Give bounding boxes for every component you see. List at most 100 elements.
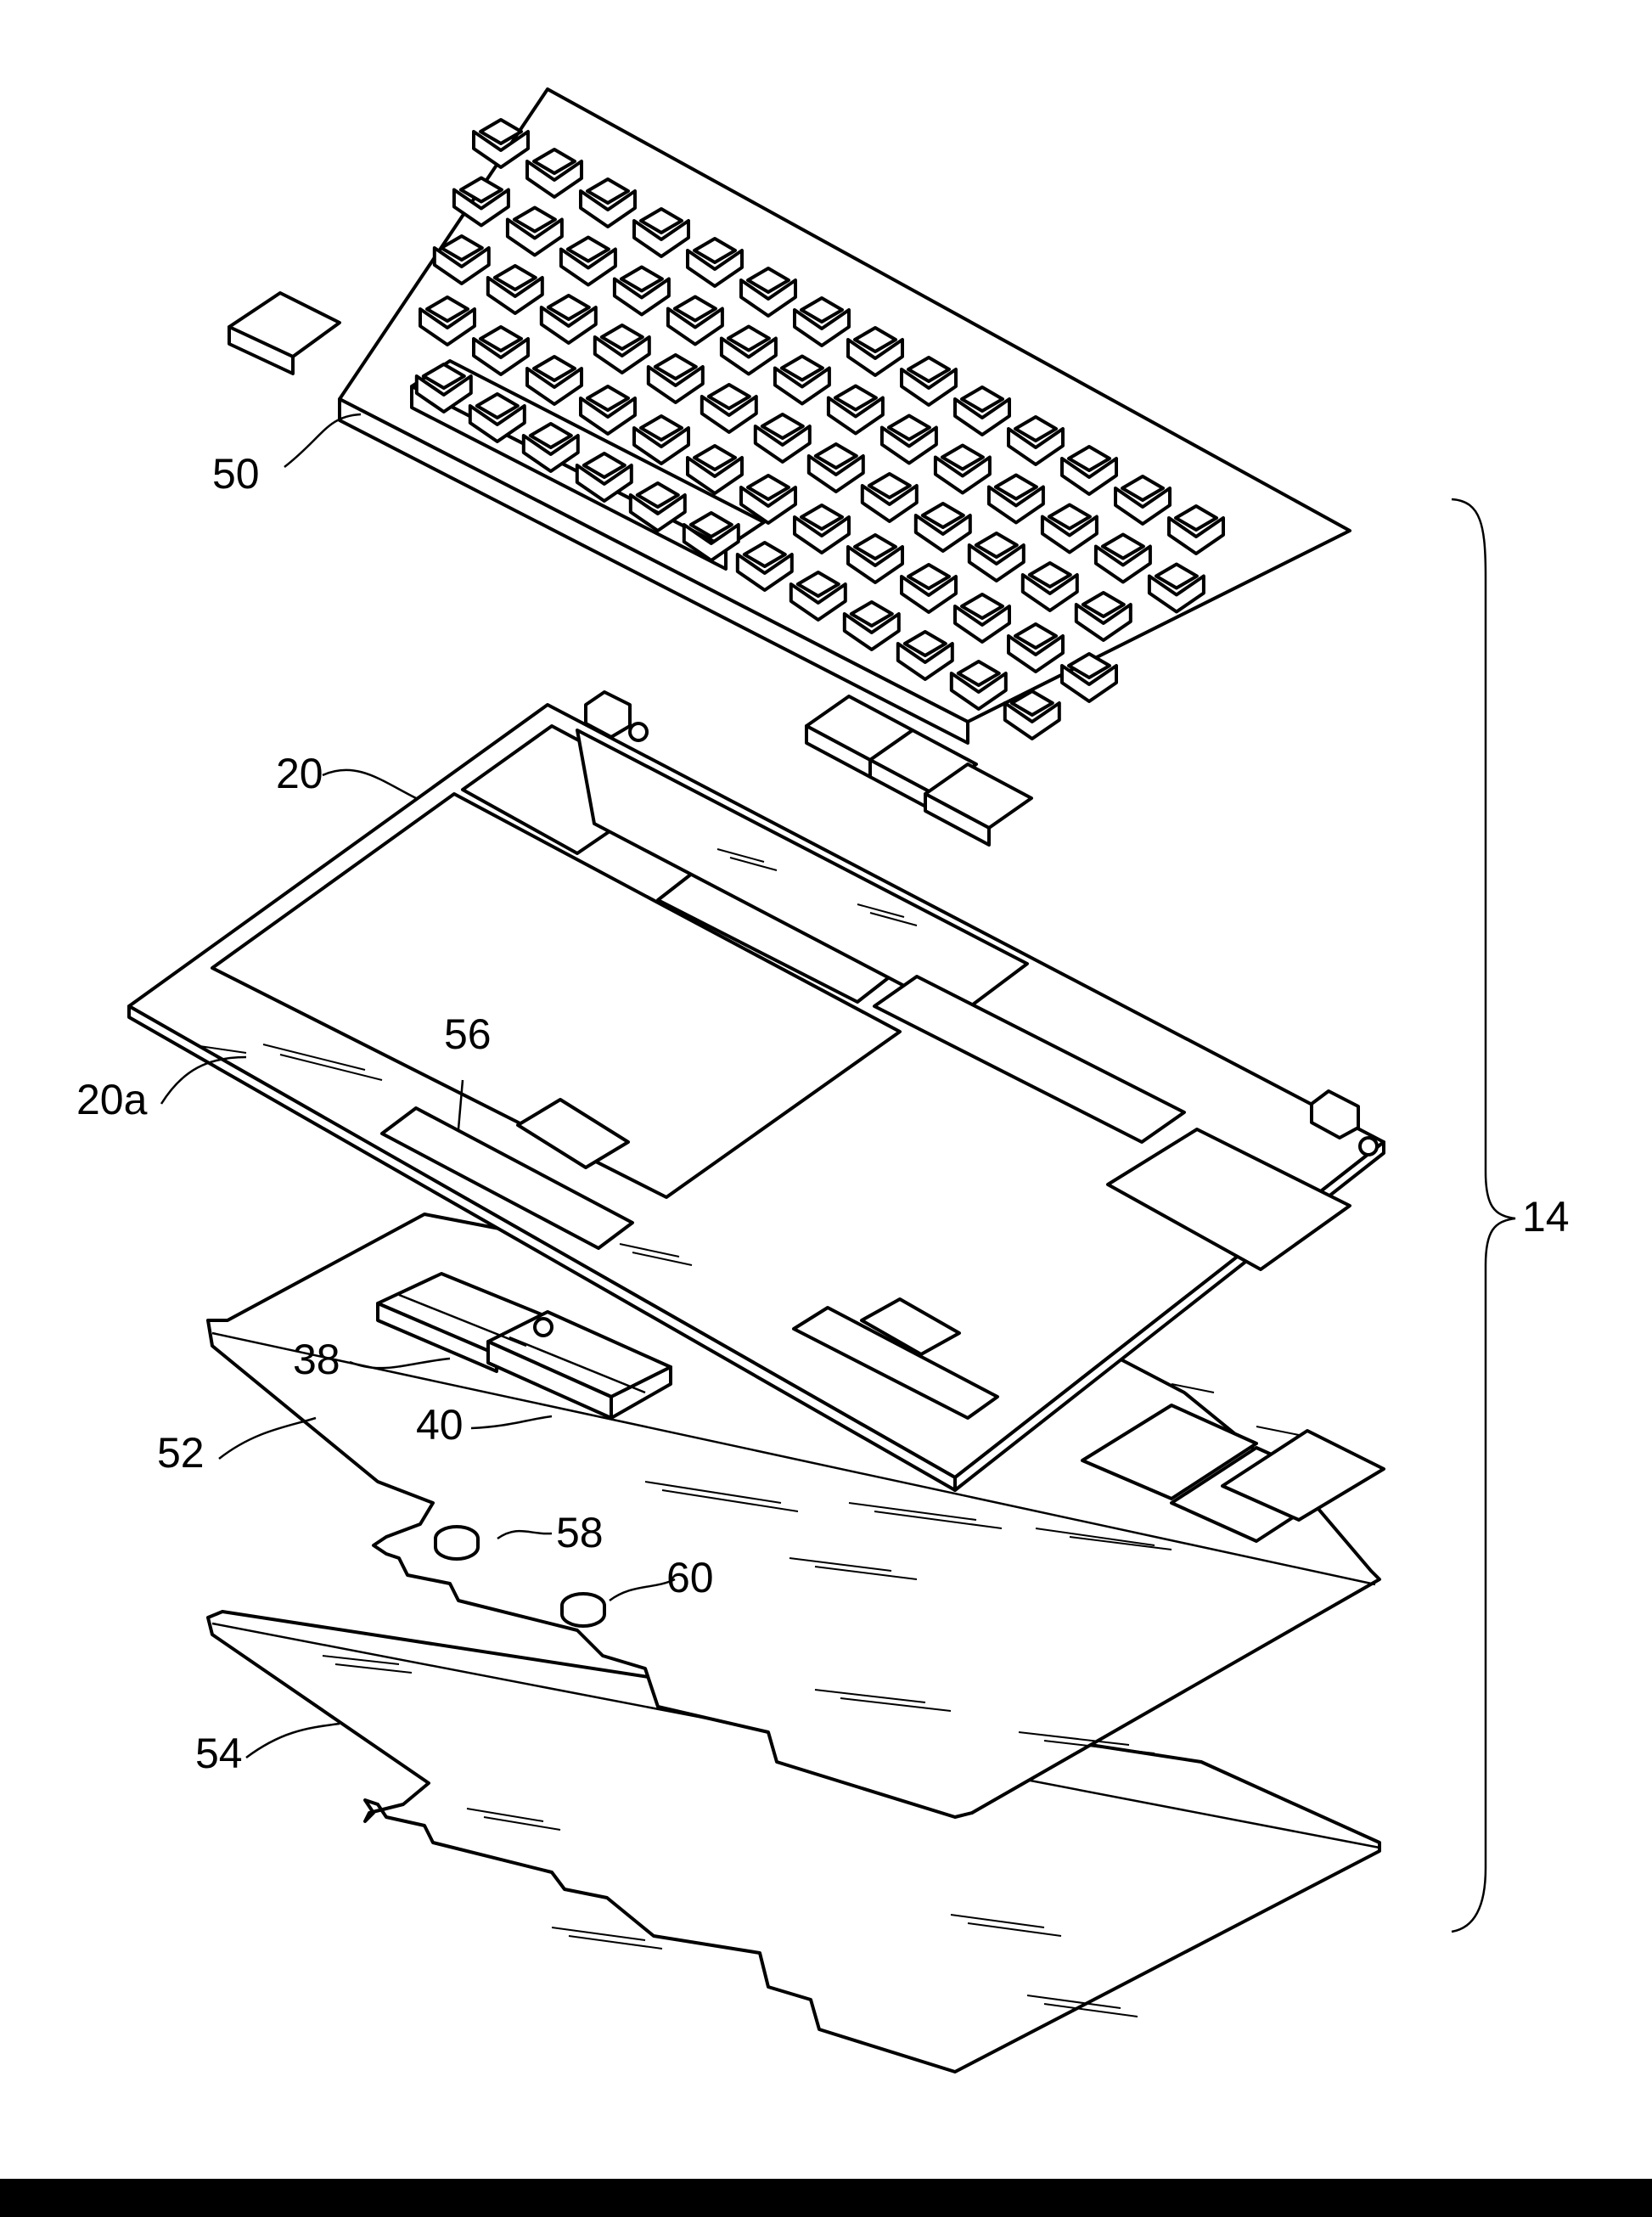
- keycap: [920, 502, 965, 529]
- keycap-side: [735, 553, 794, 592]
- keycap-side: [505, 217, 564, 257]
- keycap-side: [896, 642, 954, 681]
- keycap: [960, 385, 1004, 413]
- keycap-side: [486, 276, 544, 315]
- keycap: [886, 414, 931, 442]
- keycap-side: [414, 374, 473, 414]
- keycap-side: [842, 612, 901, 651]
- keycap: [1100, 532, 1145, 560]
- keycap-side: [632, 426, 690, 465]
- keycap: [706, 383, 751, 410]
- keycap-side: [1074, 603, 1132, 642]
- keycap: [746, 267, 790, 294]
- keycap: [421, 363, 466, 390]
- label-58: 58: [556, 1509, 604, 1556]
- keycap-side: [846, 338, 904, 377]
- keycap-side: [419, 307, 476, 346]
- keycap: [639, 207, 683, 234]
- keycap-side: [525, 160, 583, 199]
- keycap: [960, 593, 1004, 620]
- keycap: [688, 511, 733, 538]
- keycap: [902, 630, 947, 657]
- keycap-side: [700, 395, 758, 434]
- keycap-side: [719, 336, 778, 376]
- keycap: [492, 264, 537, 291]
- keycap: [746, 474, 790, 501]
- footer-bar: [0, 2179, 1652, 2217]
- keycap: [853, 326, 897, 353]
- label-20a: 20a: [76, 1076, 148, 1123]
- keycap: [479, 118, 523, 145]
- keycap: [546, 294, 591, 321]
- keycap-side: [468, 404, 526, 443]
- keycap: [795, 571, 840, 598]
- keycap-side: [452, 188, 510, 228]
- keycap: [849, 600, 894, 627]
- keycap-side: [1060, 664, 1118, 703]
- button-58: [434, 1525, 480, 1561]
- keycap: [833, 384, 878, 412]
- keycap: [800, 504, 844, 531]
- key-grid: [414, 118, 1225, 740]
- keycap: [1081, 591, 1126, 618]
- keycap: [779, 354, 824, 382]
- keycap-side: [900, 575, 958, 614]
- keycap-side: [789, 582, 847, 622]
- keycap-side: [579, 189, 637, 228]
- keycap: [1009, 689, 1054, 717]
- label-50: 50: [212, 450, 260, 498]
- keycap-side: [1167, 516, 1225, 555]
- keycap: [1174, 504, 1218, 532]
- keycap-side: [953, 605, 1011, 644]
- keycap: [1027, 561, 1072, 588]
- keycap: [639, 414, 683, 442]
- keycap: [672, 295, 717, 323]
- keycap-side: [949, 672, 1008, 711]
- keycap: [439, 234, 484, 262]
- label-40: 40: [416, 1401, 464, 1449]
- keycap: [1014, 622, 1058, 650]
- button-60: [560, 1592, 606, 1628]
- keycap: [800, 296, 844, 324]
- keycap-side: [646, 365, 705, 404]
- keycap-side: [933, 455, 992, 495]
- keycap-side: [686, 456, 744, 495]
- part-38-40-connector: [376, 1272, 672, 1420]
- keycap-side: [967, 543, 1025, 582]
- reference-labels: 50 20 20a 14 56 38 40 52 58 60 54: [76, 450, 1570, 1777]
- keycap-side: [793, 308, 851, 347]
- keycap: [993, 473, 1038, 501]
- keycap-side: [1093, 544, 1152, 584]
- keycap: [582, 452, 627, 479]
- keycap-side: [806, 454, 865, 493]
- keycap: [586, 177, 630, 205]
- keycap-side: [628, 493, 687, 532]
- label-56: 56: [444, 1010, 492, 1058]
- keycap: [479, 325, 523, 352]
- keycap: [565, 235, 610, 263]
- keycap: [1067, 445, 1111, 472]
- keycap: [1047, 503, 1092, 531]
- keycap-side: [793, 515, 851, 554]
- keycap-side: [432, 246, 491, 285]
- keycap-side: [1007, 634, 1065, 673]
- keycap: [599, 324, 644, 351]
- keycap-side: [953, 397, 1011, 436]
- keycap-side: [879, 425, 938, 465]
- keycap-side: [900, 368, 958, 407]
- label-52: 52: [157, 1429, 205, 1477]
- keycap-side: [612, 277, 671, 317]
- keycap-side: [1060, 457, 1118, 496]
- keycap-side: [575, 464, 633, 503]
- keycap-side: [739, 279, 797, 318]
- keycap: [528, 422, 573, 449]
- keycap-side: [826, 396, 885, 436]
- keycap-side: [1020, 573, 1079, 612]
- keycap-side: [1007, 427, 1065, 466]
- keycap-side: [666, 307, 724, 346]
- label-38: 38: [293, 1336, 340, 1383]
- keycap-side: [1003, 701, 1061, 740]
- keycap-side: [525, 367, 583, 406]
- keycap-side: [682, 523, 740, 562]
